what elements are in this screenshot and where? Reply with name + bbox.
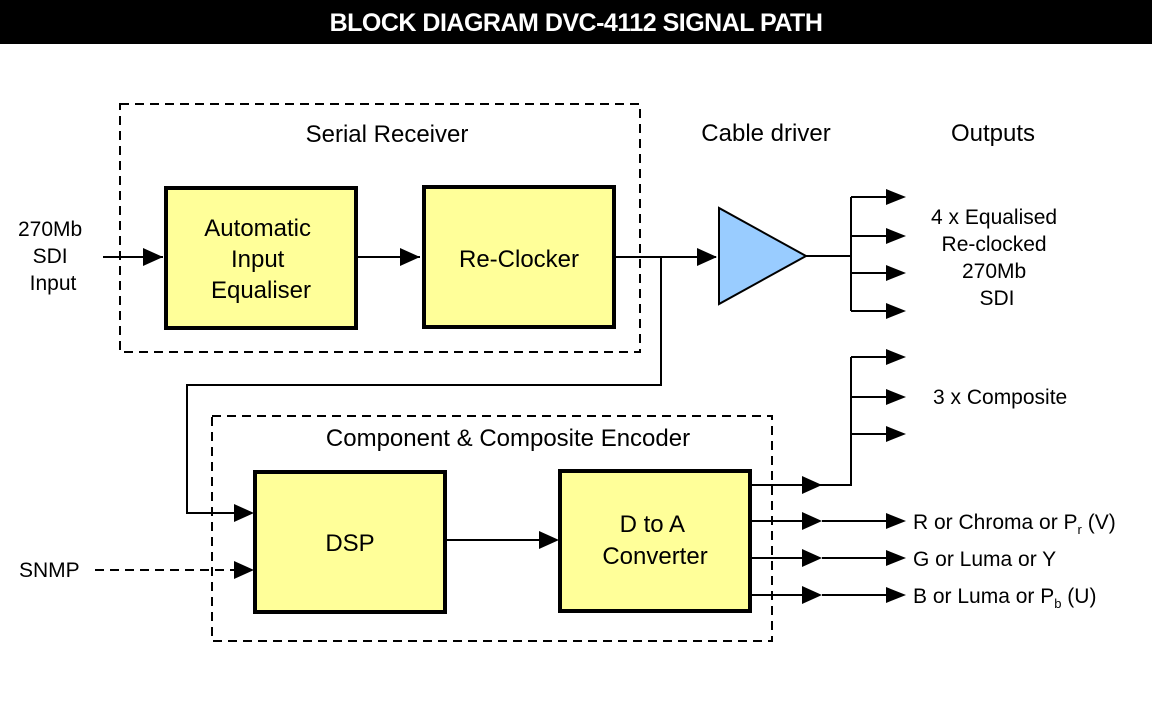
cable-driver-label: Cable driver [701,120,830,147]
component-output-main: B or Luma or P [913,585,1054,608]
component-output-main: G or Luma or Y [913,548,1056,571]
component-output-tail: (U) [1061,585,1096,608]
composite-output-arrows [851,349,906,442]
snmp-label: SNMP [19,559,80,582]
equaliser-block [164,186,358,330]
sdi-outputs-line: SDI [979,287,1014,310]
arrowhead-icon [886,349,906,365]
dac-label: D to A Converter [602,511,707,570]
arrowhead-icon [234,561,254,579]
arrowhead-icon [886,189,906,205]
dac-block [558,469,752,613]
input-label: 270Mb SDI Input [18,218,88,295]
component-output-arrows [750,512,906,604]
input-label-line: Input [30,272,77,295]
encoder-group [211,415,773,642]
composite-feed-line [750,357,852,486]
component-output-subscript: b [1054,596,1061,611]
component-output-label: R or Chroma or Pr (V) [913,511,1116,537]
diagram-title: BLOCK DIAGRAM DVC-4112 SIGNAL PATH [0,0,1152,44]
arrowhead-icon [886,426,906,442]
component-output-subscript: r [1078,522,1083,537]
input-label-line: 270Mb [18,218,82,241]
encoder-label: Component & Composite Encoder [326,425,690,452]
arrowhead-icon [886,265,906,281]
component-output-label: B or Luma or Pb (U) [913,585,1096,611]
cable-driver-amplifier [718,206,809,306]
sdi-output-arrows [851,189,906,319]
equaliser-label-line: Equaliser [211,277,311,304]
arrowhead-icon [802,476,822,494]
input-label-line: SDI [33,245,68,268]
reclocker-block [422,185,616,329]
arrowhead-icon [886,389,906,405]
arrowhead-icon [802,512,822,530]
arrowhead-icon [886,303,906,319]
equaliser-label: Automatic Input Equaliser [204,215,317,304]
reclocker-label: Re-Clocker [459,246,579,273]
composite-label: 3 x Composite [933,386,1067,409]
outputs-heading: Outputs [951,120,1035,147]
arrowhead-icon [886,228,906,244]
dac-label-line: Converter [602,543,707,570]
component-output-label: G or Luma or Y [913,548,1056,571]
arrowhead-icon [886,513,906,529]
arrowhead-icon [143,248,163,266]
component-output-tail: (V) [1082,511,1116,534]
serial-receiver-group [119,103,641,353]
equaliser-label-line: Automatic [204,215,311,242]
arrowhead-icon [400,248,420,266]
equaliser-label-line: Input [231,246,285,273]
sdi-outputs-line: 4 x Equalised [931,206,1057,229]
arrowhead-icon [802,586,822,604]
arrowhead-icon [697,248,717,266]
arrowhead-icon [539,531,559,549]
sdi-outputs-line: Re-clocked [942,233,1047,256]
arrowhead-icon [886,587,906,603]
arrowhead-icon [234,504,254,522]
reclocker-to-dsp-line [186,257,662,514]
dac-label-line: D to A [620,511,685,538]
arrowhead-icon [802,549,822,567]
dsp-label: DSP [325,530,374,557]
component-output-main: R or Chroma or P [913,511,1078,534]
arrowhead-icon [886,550,906,566]
sdi-outputs-line: 270Mb [962,260,1026,283]
sdi-outputs-label: 4 x Equalised Re-clocked 270Mb SDI [931,206,1063,310]
dsp-block [253,470,447,614]
serial-receiver-label: Serial Receiver [306,121,469,148]
